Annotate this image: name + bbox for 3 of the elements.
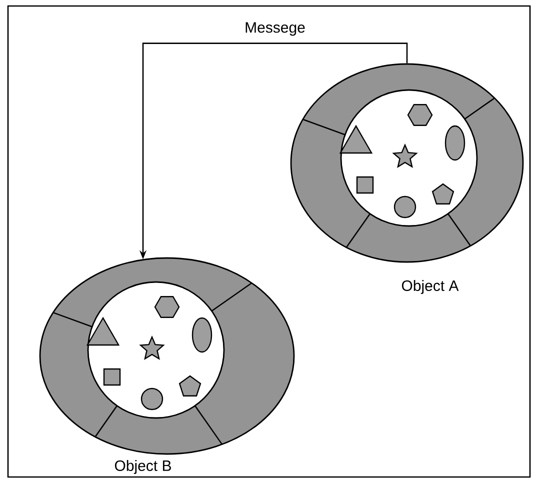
edge-label: Messege	[244, 21, 306, 37]
object-label: Object B	[114, 460, 171, 474]
object-label: Object A	[402, 280, 459, 294]
